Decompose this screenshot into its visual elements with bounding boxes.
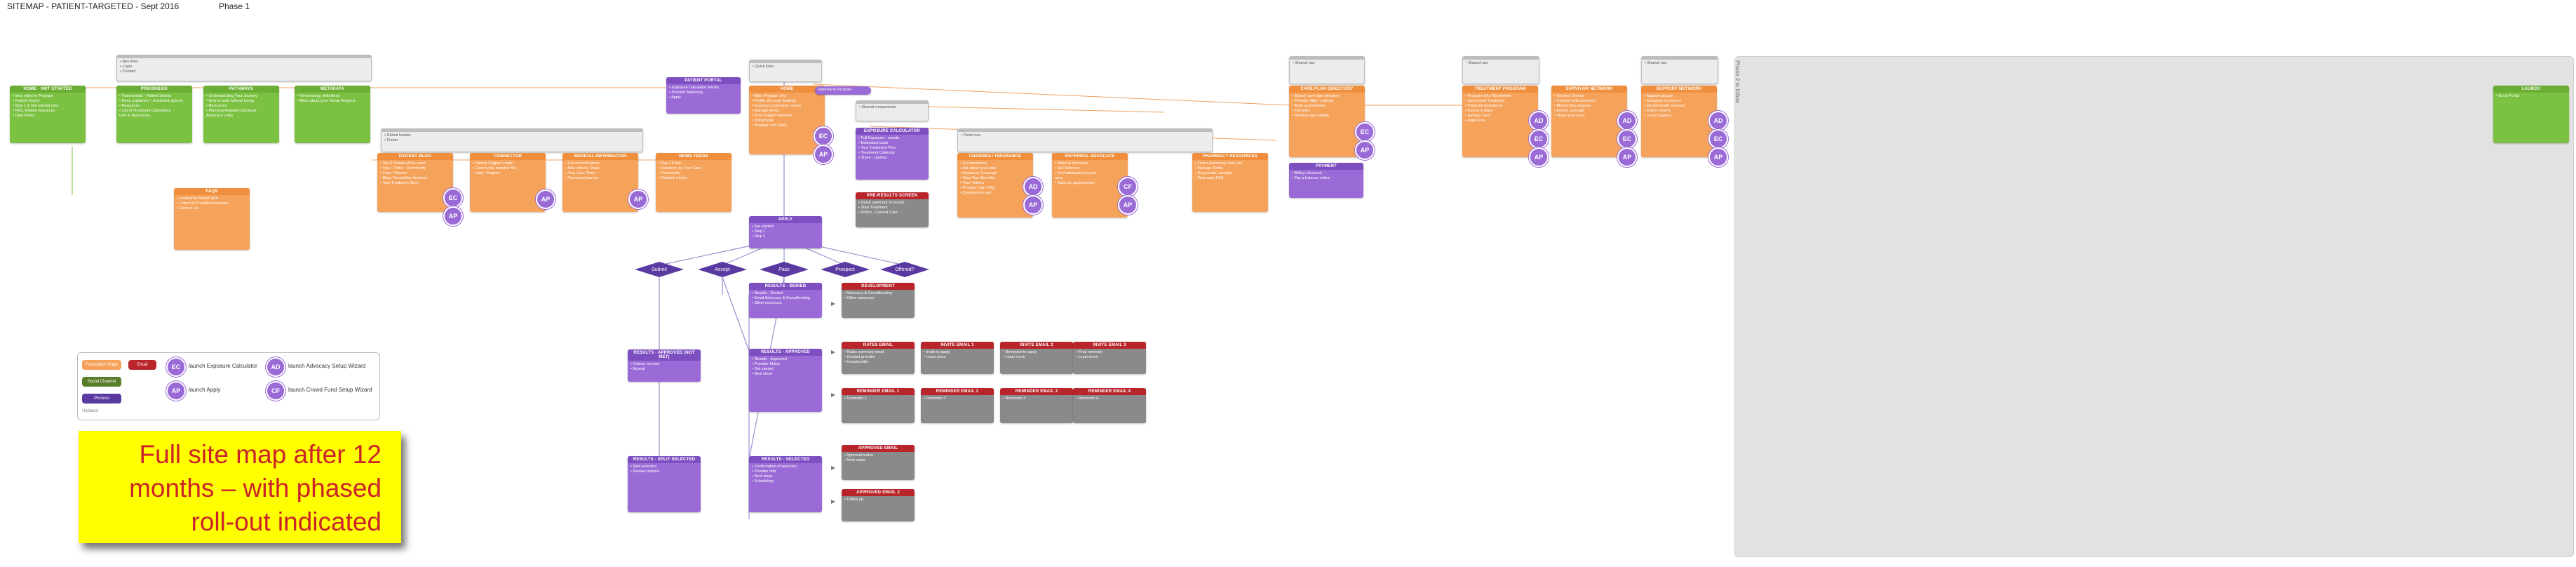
node-invite-email-1[interactable]: INVITE EMAIL 1• Invite to apply • Learn … [921, 342, 994, 374]
node-treatment-program[interactable]: TREATMENT PROGRAM• Program info / Enroll… [1462, 86, 1538, 157]
node-payment[interactable]: PAYMENT• Billing / Account • Pay a balan… [1289, 163, 1363, 198]
node-shared-nav-1[interactable]: • Shared nav [1289, 56, 1365, 84]
badge-ad[interactable]: AD [1529, 111, 1549, 131]
node-referral-advocate[interactable]: REFERRAL ADVOCATE• Referral Advocate • G… [1052, 153, 1128, 218]
legend-chip-process: Process [82, 394, 121, 403]
decision-accept: Accept [698, 262, 747, 277]
callout-note: Full site map after 12 months – with pha… [79, 431, 401, 543]
badge-ec[interactable]: EC [443, 188, 463, 208]
legend-ap-text: launch Apply [189, 387, 221, 393]
legend-ad-icon: AD [266, 357, 285, 377]
legend-ap-icon: AP [166, 381, 186, 401]
badge-ec[interactable]: EC [814, 126, 833, 146]
node-apply[interactable]: APPLY• Get started • Step 1 • Step 2 [749, 216, 822, 248]
badge-ap[interactable]: AP [1617, 147, 1637, 167]
node-faqs[interactable]: FAQS• Frequently Asked Q&A • Linked to P… [174, 188, 250, 250]
badge-ap[interactable]: AP [1529, 147, 1549, 167]
legend: Foundation Page Email Social Channel Pro… [77, 352, 380, 420]
node-gateway-home[interactable]: HOME• Main Program Info • Profile, Accou… [749, 86, 825, 154]
legend-ad-text: launch Advocacy Setup Wizard [288, 363, 366, 369]
node-patient-portal[interactable]: PATIENT PORTAL• Exposure Calculator resu… [666, 77, 741, 114]
node-metadata[interactable]: METADATA• Terminology, definitions • Mor… [295, 86, 370, 143]
badge-ap[interactable]: AP [443, 206, 463, 226]
legend-ec-text: launch Exposure Calculator [189, 363, 257, 369]
node-results-denied[interactable]: RESULTS - DENIED• Results - Denied • Ema… [749, 283, 822, 318]
badge-ec[interactable]: EC [1529, 129, 1549, 149]
badge-ad[interactable]: AD [1023, 177, 1043, 196]
node-quick-links[interactable]: • Quick links [749, 60, 822, 82]
node-results-selected[interactable]: RESULTS - SELECTED• Confirmation of sele… [749, 456, 822, 512]
node-home[interactable]: HOME - NOT STARTED• Intro video to Progr… [10, 86, 86, 143]
node-reminder-email-4[interactable]: REMINDER EMAIL 4• Reminder 4 [1073, 388, 1146, 423]
node-shared-header[interactable]: • Global header • Footer [381, 128, 643, 152]
decision-offered: Offered? [880, 262, 929, 277]
legend-chip-foundation: Foundation Page [82, 360, 121, 370]
node-connector[interactable]: CONNECTOR• Patient Support center • Comm… [470, 153, 546, 212]
node-survivor-network[interactable]: SURVIVOR NETWORK• Survivor Stories • Con… [1551, 86, 1627, 157]
decision-prospect: Prospect [821, 262, 870, 277]
node-pathways[interactable]: PATHWAYS• Understanding Your Journey • H… [203, 86, 279, 143]
node-medical-information[interactable]: MEDICAL INFORMATION• List of medications… [562, 153, 638, 212]
decision-pass: Pass [760, 262, 809, 277]
legend-cf-text: launch Crowd Fund Setup Wizard [288, 387, 372, 393]
badge-ap[interactable]: AP [628, 189, 648, 209]
legend-footnote: Updated [82, 409, 98, 413]
node-invite-email-2[interactable]: INVITE EMAIL 2• Reminder to apply • Lear… [1000, 342, 1073, 374]
badge-ap[interactable]: AP [536, 189, 555, 209]
node-shared-nav-2[interactable]: • Shared nav [1462, 56, 1539, 84]
node-launch[interactable]: LAUNCH• Go to Portal [2493, 86, 2569, 143]
node-reminder-email-2[interactable]: REMINDER EMAIL 2• Reminder 2 [921, 388, 994, 423]
legend-chip-social: Social Channel [82, 377, 121, 387]
referral-pill[interactable]: Referral to Provider [815, 86, 871, 95]
node-shared-components[interactable]: • Shared components [856, 100, 929, 121]
node-pre-results-screen[interactable]: PRE-RESULTS SCREEN• Quick summary of res… [856, 192, 929, 227]
phase-label: Phase 1 [219, 1, 250, 11]
node-results-approved-not-met[interactable]: RESULTS - APPROVED (NOT MET)• Criteria n… [628, 349, 701, 382]
node-results-split-selected[interactable]: RESULTS - SPLIT SELECTED• Split selectio… [628, 456, 701, 512]
badge-ec[interactable]: EC [1617, 129, 1637, 149]
node-news-feeds[interactable]: NEWS FEEDS• Pay 2 Pasts • Research by Yo… [656, 153, 731, 212]
node-patient-blog[interactable]: PATIENT BLOG• Top 5 Stories of the week … [377, 153, 453, 212]
node-approved-email[interactable]: APPROVED EMAIL• Approval notice • Next s… [842, 445, 915, 480]
badge-ap[interactable]: AP [1023, 195, 1043, 215]
node-results-approved[interactable]: RESULTS - APPROVED• Results - Approved •… [749, 349, 822, 412]
node-reminder-email-3[interactable]: REMINDER EMAIL 3• Reminder 3 [1000, 388, 1073, 423]
legend-cf-icon: CF [266, 381, 285, 401]
badge-ap[interactable]: AP [814, 145, 833, 164]
node-support-network[interactable]: SUPPORT NETWORK• Support groups • Caregi… [1641, 86, 1717, 157]
node-prognosis[interactable]: PROGNOSIS• Testimonials - Patient Storie… [116, 86, 192, 143]
badge-ec[interactable]: EC [1355, 122, 1375, 142]
node-rates-email[interactable]: RATES EMAIL• Rates summary email • Conta… [842, 342, 915, 374]
node-approved-email-2[interactable]: APPROVED EMAIL 2• Follow up [842, 489, 915, 521]
node-development[interactable]: DEVELOPMENT• Advocacy & Crowdfunding • O… [842, 283, 915, 318]
badge-ap[interactable]: AP [1118, 195, 1138, 215]
badge-ad[interactable]: AD [1708, 111, 1728, 131]
future-phase-panel [1734, 56, 2574, 557]
badge-ad[interactable]: AD [1617, 111, 1637, 131]
node-care-plan-directory[interactable]: CARE PLAN DIRECTORY• Search care plan di… [1289, 86, 1365, 157]
node-shared-nav-3[interactable]: • Shared nav [1641, 56, 1718, 84]
decision-submit: Submit [635, 262, 684, 277]
badge-ap[interactable]: AP [1355, 140, 1375, 160]
callout-text: Full site map after 12 months – with pha… [129, 440, 382, 536]
badge-ap[interactable]: AP [1708, 147, 1728, 167]
page-title: SITEMAP - PATIENT-TARGETED - Sept 2016 [7, 1, 180, 11]
badge-cf[interactable]: CF [1118, 177, 1138, 196]
node-pharmacy-resources[interactable]: PHARMACY RESOURCES• Find a pharmacy near… [1192, 153, 1268, 212]
legend-ec-icon: EC [166, 357, 186, 377]
node-invite-email-3[interactable]: INVITE EMAIL 3• Final reminder • Learn m… [1073, 342, 1146, 374]
node-portal-nav[interactable]: • Portal nav [957, 128, 1213, 152]
node-changes-insurance[interactable]: CHANGES / INSURANCE• Get Insurance • Ask… [957, 153, 1033, 218]
node-global-nav[interactable]: • Nav links • Login • Contact [116, 55, 372, 81]
node-exposure-calculator[interactable]: EXPOSURE CALCULATOR• Full Exposure - res… [856, 128, 929, 180]
node-reminder-email-1[interactable]: REMINDER EMAIL 1• Reminder 1 [842, 388, 915, 423]
badge-ec[interactable]: EC [1708, 129, 1728, 149]
legend-chip-email: Email [128, 360, 156, 370]
